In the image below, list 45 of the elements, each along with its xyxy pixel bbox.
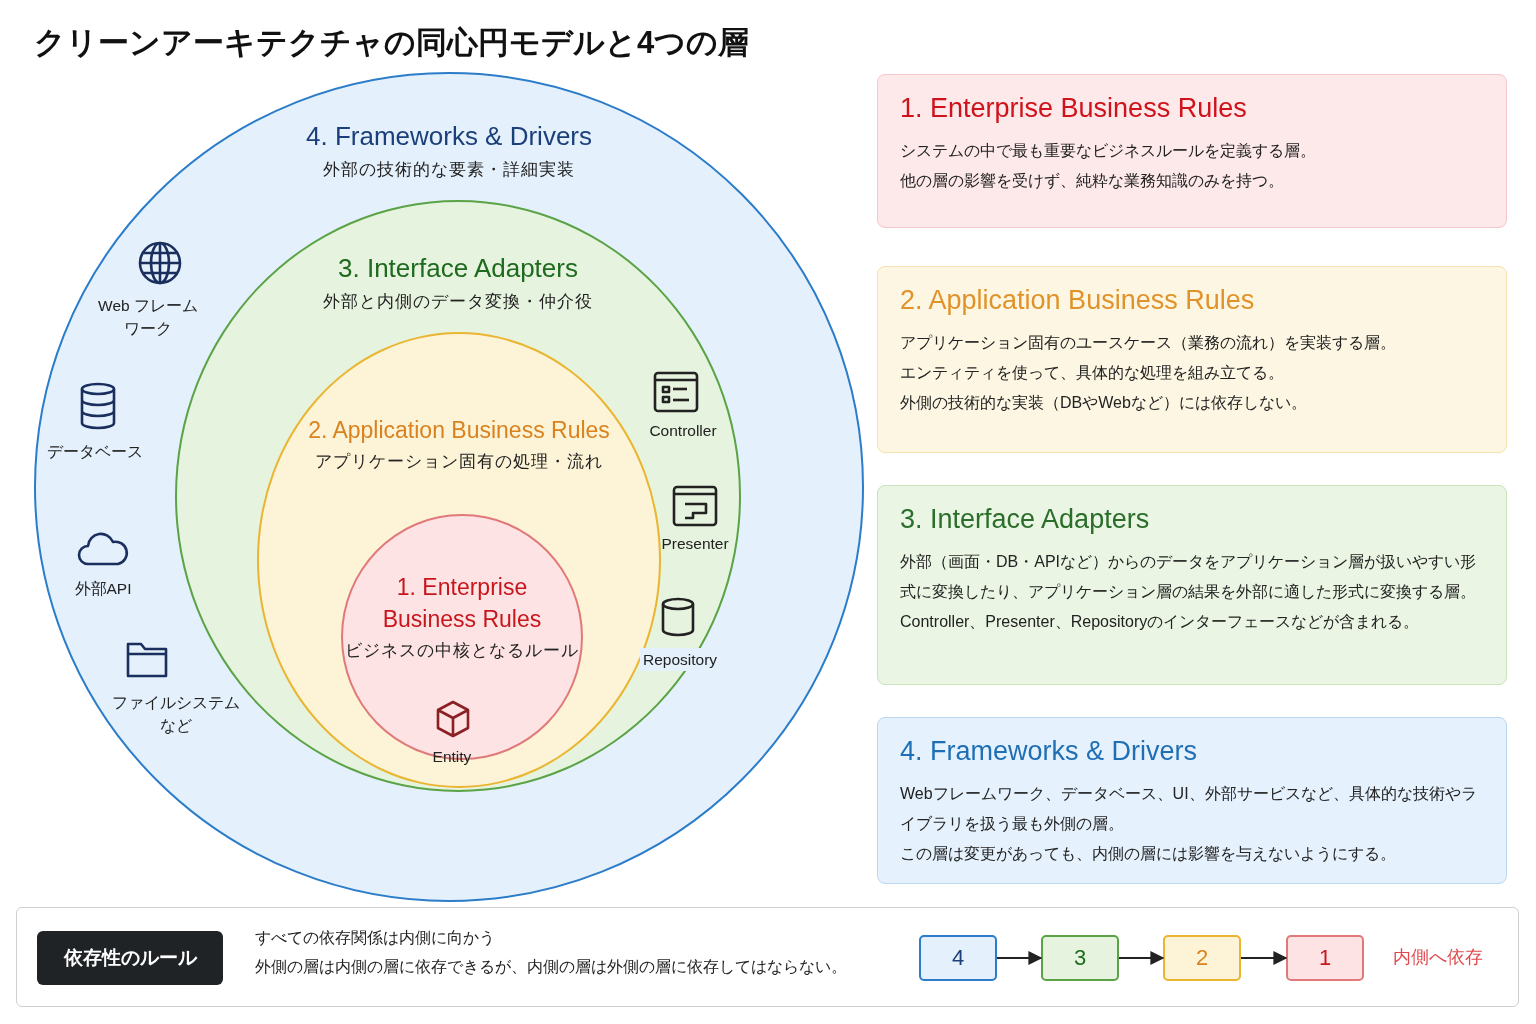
card-description: Webフレームワーク、データベース、UI、外部サービスなど、具体的な技術やライブラリを扱う最も外側の層。 <box>900 784 1478 834</box>
layer-card <box>877 485 1507 685</box>
card-heading: 2. Application Business Rules <box>900 285 1255 316</box>
item-label: Controller <box>648 421 718 441</box>
layer-box: 1 <box>1286 935 1364 981</box>
layer-card <box>877 266 1507 453</box>
dependency-note: 内側へ依存 <box>1392 946 1484 969</box>
card-description: Controller、Presenter、Repositoryのインターフェースなどが含まれる。 <box>900 612 1420 632</box>
rule-panel <box>16 907 1519 1007</box>
layer-card <box>877 717 1507 884</box>
card-description: 外側の技術的な実装（DBやWebなど）には依存しない。 <box>900 393 1307 413</box>
card-heading: 1. Enterprise Business Rules <box>900 93 1247 124</box>
layer-box: 3 <box>1041 935 1119 981</box>
item-label: ファイルシステムなど <box>111 693 241 736</box>
rule-text: すべての依存関係は内側に向かう <box>255 928 495 948</box>
item-label: 外部API <box>73 579 133 599</box>
item-label: Presenter <box>660 534 730 554</box>
diagram-title: クリーンアーキテクチャの同心円モデルと4つの層 <box>34 24 750 62</box>
card-description: 他の層の影響を受けず、純粋な業務知識のみを持つ。 <box>900 171 1284 191</box>
layer-box: 2 <box>1163 935 1241 981</box>
card-description: エンティティを使って、具体的な処理を組み立てる。 <box>900 363 1284 383</box>
arrow <box>1240 951 1288 965</box>
layer-title: 2. Application Business Rules <box>307 416 611 445</box>
card-heading: 4. Frameworks & Drivers <box>900 736 1198 767</box>
item-label: Entity <box>431 747 473 767</box>
card-description: この層は変更があっても、内側の層には影響を与えないようにする。 <box>900 844 1396 864</box>
card-description: アプリケーション固有のユースケース（業務の流れ）を実装する層。 <box>900 333 1396 353</box>
card-heading: 3. Interface Adapters <box>900 504 1150 535</box>
layer-card <box>877 74 1507 228</box>
card-description: 外部（画面・DB・APIなど）からのデータをアプリケーション層が扱いやすい形式に変換したり、アプリケーション層の結果を外部に適した形式に変換する層。 <box>900 552 1477 602</box>
layer-subtitle: 外部の技術的な要素・詳細実装 <box>323 159 575 182</box>
layer-box: 4 <box>919 935 997 981</box>
item-label: Web フレームワーク <box>97 296 199 339</box>
layer-subtitle: ビジネスの中核となるルール <box>345 640 579 663</box>
rule-text: 外側の層は内側の層に依存できるが、内側の層は外側の層に依存してはならない。 <box>255 957 847 977</box>
item-label: データベース <box>46 442 144 462</box>
layer-title: 3. Interface Adapters <box>337 252 579 285</box>
layer-title: 1. Enterprise Business Rules <box>381 573 543 635</box>
layer-subtitle: アプリケーション固有の処理・流れ <box>315 451 603 474</box>
arrow <box>1118 951 1165 965</box>
layer-title: 4. Frameworks & Drivers <box>304 120 593 153</box>
rule-badge: 依存性のルール <box>37 931 223 985</box>
layer-subtitle: 外部と内側のデータ変換・仲介役 <box>323 291 593 314</box>
card-description: システムの中で最も重要なビジネスルールを定義する層。 <box>900 141 1316 161</box>
arrow <box>996 951 1043 965</box>
